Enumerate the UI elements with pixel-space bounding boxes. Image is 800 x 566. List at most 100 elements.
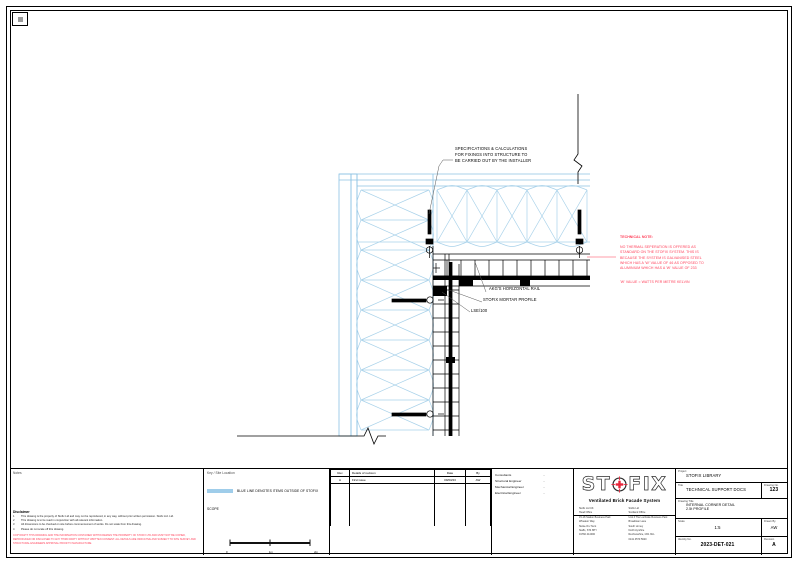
table-row-empty — [330, 512, 491, 519]
col-details: Details of revision — [349, 469, 435, 477]
insulation-hatch-vertical — [356, 189, 434, 431]
revision-label: Revision — [764, 537, 775, 541]
fixing-group — [391, 209, 584, 418]
identity-value: 2023-DET-021 — [700, 541, 735, 548]
vertical-rail — [449, 262, 453, 436]
sheet-inner-border — [10, 10, 788, 554]
drawing-number-label: Drawing No. — [764, 483, 779, 487]
identity-row: Identity No. 2023-DET-021 Revision A — [676, 537, 788, 555]
technical-note-footer: 'W' VALUE = WATTS PER METRE KELVIN — [620, 280, 690, 284]
title-value: TECHNICAL SUPPORT DOCS — [686, 486, 746, 492]
key-header: Key / Site Location — [207, 471, 235, 475]
drawing-title-row: Drawing Title INTERNAL CORNER DETAIL 2.5… — [676, 499, 788, 519]
drawn-by-label: Drawn By — [764, 519, 776, 523]
scale-tick-2: 2m — [314, 550, 318, 554]
key-panel: Key / Site Location BLUE LINE DENOTES IT… — [204, 469, 330, 555]
address-right: Stofix Ltd Scotland Office Unit 3 The Lo… — [628, 507, 668, 541]
substrate-wall — [338, 173, 358, 437]
revisions-panel: Rev Details of revision Date By A First … — [330, 469, 492, 555]
logo-panel: ST FIX Ventilated Brick Facade System — [574, 469, 676, 555]
copyright-notice: COPYRIGHT: THIS DRAWING AND THE INFORMAT… — [13, 534, 196, 545]
project-value: STOFIX LIBRARY — [686, 472, 722, 478]
annotation-fixing-note: SPECIFICATIONS & CALCULATIONS FOR FIXING… — [455, 146, 532, 163]
table-row-empty — [330, 483, 491, 491]
project-label: Project — [678, 469, 687, 473]
revision-table: Rev Details of revision Date By A First … — [330, 469, 491, 526]
detail-drawing-svg — [237, 94, 616, 445]
logo-tagline: Ventilated Brick Facade System — [588, 498, 661, 503]
cell-date: 09/03/23 — [434, 476, 466, 484]
consultant-row: Structural Engineer - — [495, 479, 570, 485]
drawing-title-value: INTERNAL CORNER DETAIL 2.5t PROFILE — [686, 502, 736, 512]
table-row-empty — [330, 505, 491, 512]
mortar-profile-block-b — [520, 280, 530, 286]
consultant-value: - — [543, 484, 545, 489]
brick-leaf-vertical — [432, 246, 460, 436]
title-row: Title TECHNICAL SUPPORT DOCS Drawing No.… — [676, 483, 788, 499]
scale-label: Scale — [678, 519, 685, 523]
table-row-empty — [330, 498, 491, 505]
drawing-title-label: Drawing Title — [678, 499, 694, 503]
consultant-value: - — [543, 473, 545, 477]
col-rev: Rev — [330, 469, 350, 477]
col-date: Date — [434, 469, 466, 477]
scale-tick-0: 0 — [226, 550, 228, 554]
consultants-panel: Consultants - Structural Engineer - Mech… — [492, 469, 574, 555]
drawing-area: SPECIFICATIONS & CALCULATIONS FOR FIXING… — [12, 14, 786, 464]
sheet-format-tag — [12, 12, 28, 26]
annotation-lse: LSE/100 — [471, 308, 488, 313]
key-text: BLUE LINE DENOTES ITEMS OUTSIDE OF STOFI… — [207, 488, 319, 511]
revision-value: A — [772, 541, 776, 548]
annotation-mortar-profile: STOFIX MORTAR PROFILE — [483, 297, 537, 302]
table-row-empty — [330, 519, 491, 526]
meta-panel: Project STOFIX LIBRARY Title TECHNICAL S… — [676, 469, 788, 555]
cell-by: AW — [465, 476, 491, 484]
notes-header: Notes — [13, 471, 22, 475]
format-tag-square — [17, 16, 23, 22]
identity-label: Identity No. — [678, 537, 692, 541]
corner-junction-block — [433, 286, 447, 296]
scale-value: 1:5 — [714, 524, 721, 530]
scale-bar — [229, 539, 311, 546]
consultant-label: Mechanical Engineer — [495, 484, 524, 489]
technical-note-body: NO THERMAL SEPERATION IS OFFERED AS STAN… — [620, 245, 704, 270]
technical-note-title: TECHNICAL NOTE: — [620, 235, 654, 239]
drawn-by-value: AW — [770, 524, 778, 530]
drawing-number-value: 123 — [769, 486, 779, 493]
consultant-label: Structural Engineer — [495, 478, 522, 483]
consultant-label: Electrical Engineer — [495, 490, 521, 495]
mortar-profile-band — [433, 276, 590, 280]
table-header-row: Rev Details of revision Date By — [330, 469, 491, 477]
crosshair-icon — [611, 476, 628, 493]
table-row: A First issue 09/03/23 AW — [330, 476, 491, 484]
col-by: By — [465, 469, 491, 477]
consultant-value: - — [543, 478, 545, 483]
consultant-value: - — [543, 490, 545, 495]
rail-bracket-mid — [446, 357, 455, 363]
consultant-row: Electrical Engineer - — [495, 491, 570, 497]
leader-lines — [428, 159, 487, 313]
disclaimer-title: Disclaimer — [13, 510, 30, 514]
brick-course-horizontal — [433, 253, 590, 287]
title-label: Title — [678, 483, 683, 487]
cell-details: First issue — [349, 476, 435, 484]
address-block: Stofix Ltd UK Head Office 15-18 Station … — [574, 503, 675, 542]
scale-tick-1: 1m — [268, 550, 273, 554]
key-swatch — [207, 488, 233, 494]
consultant-label: Consultants — [495, 473, 512, 477]
address-left: Stofix Ltd UK Head Office 15-18 Station … — [579, 507, 611, 537]
logo-divider — [574, 515, 675, 516]
stofix-logo: ST FIX Ventilated Brick Facade System — [574, 469, 675, 503]
table-row-empty — [330, 491, 491, 498]
scale-row: Scale 1:5 Drawn By AW — [676, 519, 788, 537]
mortar-profile-block-a — [459, 280, 473, 286]
cell-rev: A — [330, 476, 350, 484]
annotation-horizontal-rail: AKG'S HORIZONTAL RAIL — [489, 286, 541, 291]
